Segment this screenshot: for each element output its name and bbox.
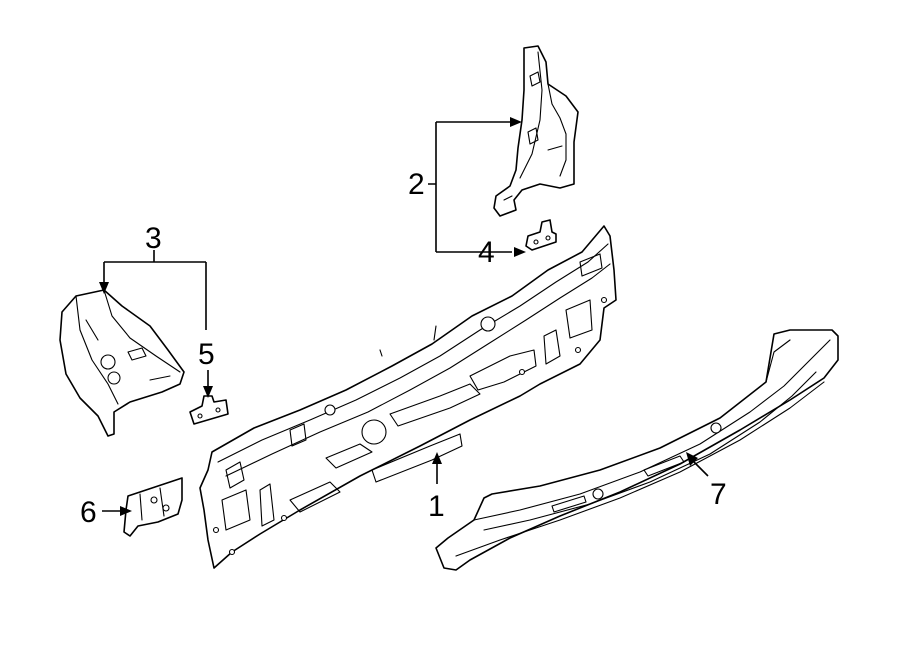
leader-lines [99,117,709,516]
callout-6: 6 [80,496,97,529]
part-6-side-bracket[interactable] [123,477,183,537]
callout-1: 1 [428,490,445,523]
part-1-rear-body-panel[interactable] [199,225,617,569]
part-7-sill-trim[interactable] [435,329,839,571]
part-5-small-plate[interactable] [189,395,229,425]
callout-3: 3 [145,222,162,255]
part-3-corner-panel[interactable] [59,289,185,437]
callout-4: 4 [478,236,495,269]
callout-5: 5 [198,338,215,371]
part-2-pillar-bracket[interactable] [493,45,579,217]
part-4-small-bracket[interactable] [525,219,557,251]
callout-2: 2 [408,168,425,201]
callout-7: 7 [710,478,727,511]
